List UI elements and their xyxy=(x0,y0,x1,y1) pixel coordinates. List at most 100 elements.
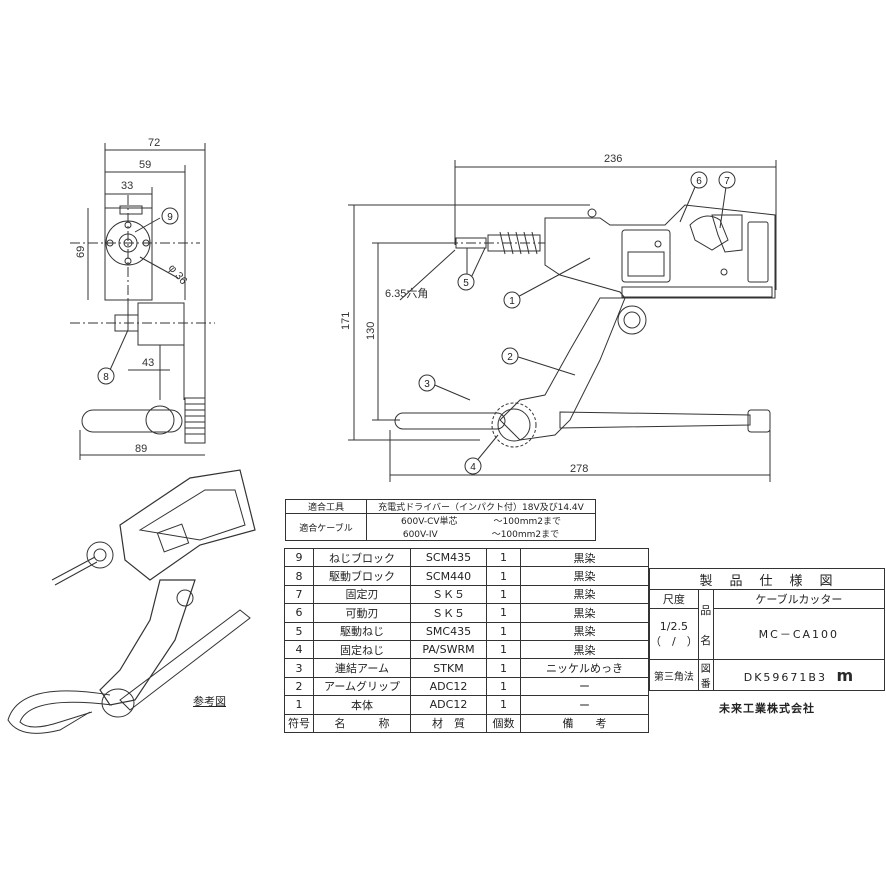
balloon-2: 2 xyxy=(507,352,513,363)
side-view xyxy=(70,143,215,460)
balloon-labels: 1 2 3 4 5 6 7 8 9 xyxy=(103,176,730,473)
dim-171: 171 xyxy=(340,312,352,330)
parts-header-row: 符号 名 称 材 質 個数 備 考 xyxy=(284,713,649,733)
part-name: 固定ねじ xyxy=(313,639,411,660)
part-note: 黒染 xyxy=(520,639,649,660)
reference-sketch xyxy=(7,469,256,734)
part-material: STKM xyxy=(410,658,487,678)
compat-cable-line2: 600V-IV ～100mm2まで xyxy=(402,530,560,540)
part-name: 固定刃 xyxy=(313,584,411,605)
part-qty: 1 xyxy=(486,603,521,623)
header-note: 備 考 xyxy=(520,713,649,733)
part-name: 本体 xyxy=(313,695,411,715)
part-note: ニッケルめっき xyxy=(520,658,649,678)
balloon-6: 6 xyxy=(696,176,702,187)
compat-cable-value: 600V-CV単芯 ～100mm2まで 600V-IV ～100mm2まで xyxy=(366,513,596,541)
part-qty: 1 xyxy=(486,584,521,605)
compat-cable-label: 適合ケーブル xyxy=(285,513,367,541)
part-qty: 1 xyxy=(486,658,521,678)
zuban-label: 図 番 xyxy=(697,659,714,691)
balloon-8: 8 xyxy=(103,372,109,383)
part-qty: 1 xyxy=(486,566,521,586)
part-note: 黒染 xyxy=(520,566,649,586)
dim-33: 33 xyxy=(121,180,133,192)
part-material: ＳＫ５ xyxy=(410,603,487,623)
reference-label: 参考図 xyxy=(193,695,226,708)
part-no: 3 xyxy=(284,658,314,678)
part-material: SCM435 xyxy=(410,547,487,568)
scale-paren: （ / ） xyxy=(650,634,698,648)
part-qty: 1 xyxy=(486,621,521,641)
hin-label: 品 名 xyxy=(697,589,714,660)
balloons xyxy=(97,171,736,475)
dim-236: 236 xyxy=(604,153,622,165)
dim-hex: 6.35六角 xyxy=(385,287,428,300)
part-no: 4 xyxy=(284,639,314,660)
scale-value-cell: 1/2.5 （ / ） xyxy=(649,608,699,660)
part-name: ねじブロック xyxy=(313,547,411,568)
dim-59: 59 xyxy=(139,159,151,171)
part-qty: 1 xyxy=(486,547,521,568)
spec-table: 製 品 仕 様 図 尺度 品 名 ケーブルカッター 1/2.5 （ / ） MC… xyxy=(649,568,886,725)
part-note: 黒染 xyxy=(520,603,649,623)
part-note: ー xyxy=(520,676,649,697)
balloon-5: 5 xyxy=(463,278,469,289)
front-view xyxy=(348,160,777,482)
header-material: 材 質 xyxy=(410,713,487,733)
balloon-7: 7 xyxy=(724,176,730,187)
drawing-number-cell: DK59671B3 m xyxy=(712,659,886,691)
part-no: 9 xyxy=(284,547,314,568)
header-qty: 個数 xyxy=(486,713,521,733)
part-qty: 1 xyxy=(486,695,521,715)
compat-tool-label: 適合工具 xyxy=(285,499,367,514)
mei-char: 名 xyxy=(700,633,712,647)
part-qty: 1 xyxy=(486,639,521,660)
part-no: 2 xyxy=(284,676,314,697)
part-name: 駆動ブロック xyxy=(313,566,411,586)
model-number: MC－CA100 xyxy=(712,608,886,660)
part-no: 1 xyxy=(284,695,314,715)
header-no: 符号 xyxy=(284,713,314,733)
scale-label: 尺度 xyxy=(649,589,699,609)
part-name: 可動刃 xyxy=(313,603,411,623)
part-material: ＳＫ５ xyxy=(410,584,487,605)
part-name: 駆動ねじ xyxy=(313,621,411,641)
part-material: SCM440 xyxy=(410,566,487,586)
part-note: 黒染 xyxy=(520,621,649,641)
header-name: 名 称 xyxy=(313,713,411,733)
dim-278: 278 xyxy=(570,463,588,475)
part-material: SMC435 xyxy=(410,621,487,641)
part-qty: 1 xyxy=(486,676,521,697)
compat-table: 適合工具 充電式ドライバー（インパクト付）18V及び14.4V 適合ケーブル 6… xyxy=(285,499,596,541)
dim-72: 72 xyxy=(148,137,160,149)
spec-title: 製 品 仕 様 図 xyxy=(649,568,885,590)
dim-phi36: φ 36 xyxy=(166,262,190,287)
part-no: 8 xyxy=(284,566,314,586)
part-no: 6 xyxy=(284,603,314,623)
balloon-1: 1 xyxy=(509,296,515,307)
dimension-texts: 72 59 33 69 φ 36 43 89 236 171 130 278 6… xyxy=(75,137,622,475)
ban-char: 番 xyxy=(700,679,711,690)
company-logo: m xyxy=(836,665,856,685)
balloon-9: 9 xyxy=(167,212,173,223)
balloon-3: 3 xyxy=(424,379,430,390)
part-material: PA/SWRM xyxy=(410,639,487,660)
company-name: 未来工業株式会社 xyxy=(719,702,815,715)
part-material: ADC12 xyxy=(410,676,487,697)
part-note: ー xyxy=(520,695,649,715)
part-material: ADC12 xyxy=(410,695,487,715)
part-note: 黒染 xyxy=(520,547,649,568)
balloon-4: 4 xyxy=(470,462,476,473)
dim-69: 69 xyxy=(75,246,87,258)
part-no: 7 xyxy=(284,584,314,605)
product-name: ケーブルカッター xyxy=(712,589,886,609)
